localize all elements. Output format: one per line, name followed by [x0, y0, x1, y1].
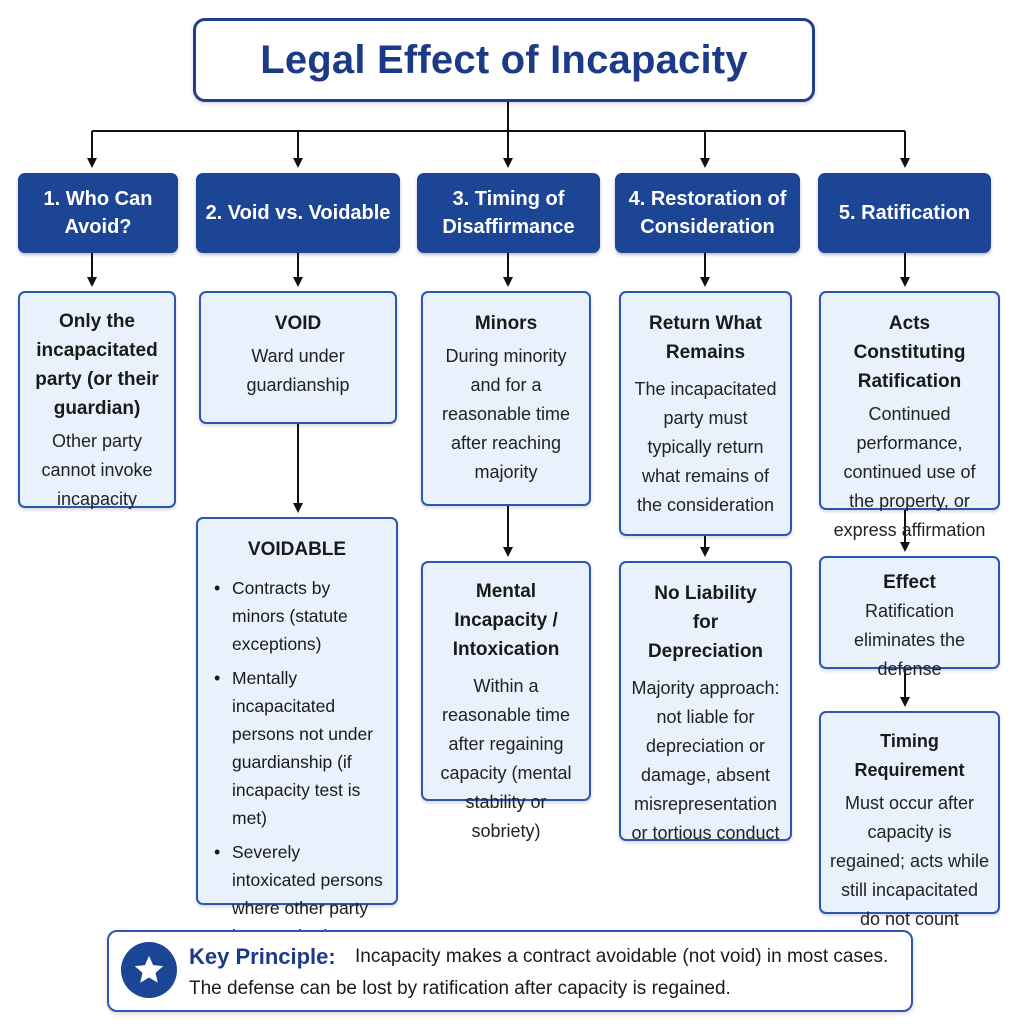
diagram-title: Legal Effect of Incapacity: [260, 37, 748, 82]
card-text: During minority and for a reasonable tim…: [441, 346, 571, 482]
key-principle-line-2: The defense can be lost by ratification …: [189, 978, 731, 999]
card-title: Mental Incapacity / Intoxication: [452, 581, 560, 660]
card-timing-requirement: Timing Requirement Must occur after capa…: [819, 711, 1000, 929]
card-minors: Minors During minority and for a reasona…: [421, 291, 591, 506]
title-box: Legal Effect of Incapacity: [193, 18, 815, 102]
bullet-item: Contracts by minors (statute exceptions): [212, 574, 384, 658]
card-effect: Effect Ratification eliminates the defen…: [819, 556, 1000, 679]
card-acts-constituting-ratification: Acts Constituting Ratification Continued…: [819, 291, 1000, 540]
card-title: Timing Requirement: [854, 731, 965, 780]
card-void: VOID Ward under guardianship: [199, 291, 397, 424]
card-text: Within a reasonable time after regaining…: [440, 676, 572, 841]
header-who-can-avoid: 1. Who Can Avoid?: [18, 173, 178, 253]
card-title: No Liability for Depreciation: [647, 583, 764, 662]
card-voidable: VOIDABLE Contracts by minors (statute ex…: [196, 517, 398, 974]
key-principle-label: Key Principle:: [189, 944, 336, 969]
card-title: Return What Remains: [649, 313, 762, 363]
card-text: Continued performance, continued use of …: [833, 404, 986, 540]
card-title: VOIDABLE: [247, 539, 347, 560]
header-void-vs-voidable: 2. Void vs. Voidable: [196, 173, 400, 253]
header-ratification: 5. Ratification: [818, 173, 991, 253]
card-only-incapacitated-party: Only the incapacitated party (or their g…: [18, 291, 176, 509]
card-title: Effect: [883, 572, 936, 593]
card-title: VOID: [274, 313, 322, 334]
star-icon: [121, 942, 177, 998]
card-title: Acts Constituting Ratification: [853, 313, 966, 392]
card-title: Minors: [474, 313, 538, 334]
card-no-liability-for-depreciation: No Liability for Depreciation Majority a…: [619, 561, 792, 843]
card-text: Other party cannot invoke incapacity: [41, 431, 153, 509]
key-principle-line-1: Incapacity makes a contract avoidable (n…: [355, 946, 889, 967]
bullet-item: Mentally incapacitated persons not under…: [212, 664, 384, 832]
voidable-bullet-list: Contracts by minors (statute exceptions)…: [202, 574, 392, 978]
card-text: The incapacitated party must typically r…: [634, 379, 777, 515]
card-text: Must occur after capacity is regained; a…: [829, 793, 990, 929]
card-title: Only the incapacitated party (or their g…: [35, 311, 159, 419]
card-mental-incapacity-intoxication: Mental Incapacity / Intoxication Within …: [421, 561, 591, 841]
card-text: Ward under guardianship: [246, 346, 350, 395]
card-return-what-remains: Return What Remains The incapacitated pa…: [619, 291, 792, 536]
card-text: Majority approach: not liable for deprec…: [631, 678, 780, 843]
card-text: Ratification eliminates the defense: [853, 601, 966, 679]
header-timing-of-disaffirmance: 3. Timing of Disaffirmance: [417, 173, 600, 253]
header-restoration-of-consideration: 4. Restoration of Consideration: [615, 173, 800, 253]
key-principle-box: Key Principle: Incapacity makes a contra…: [107, 930, 913, 1012]
